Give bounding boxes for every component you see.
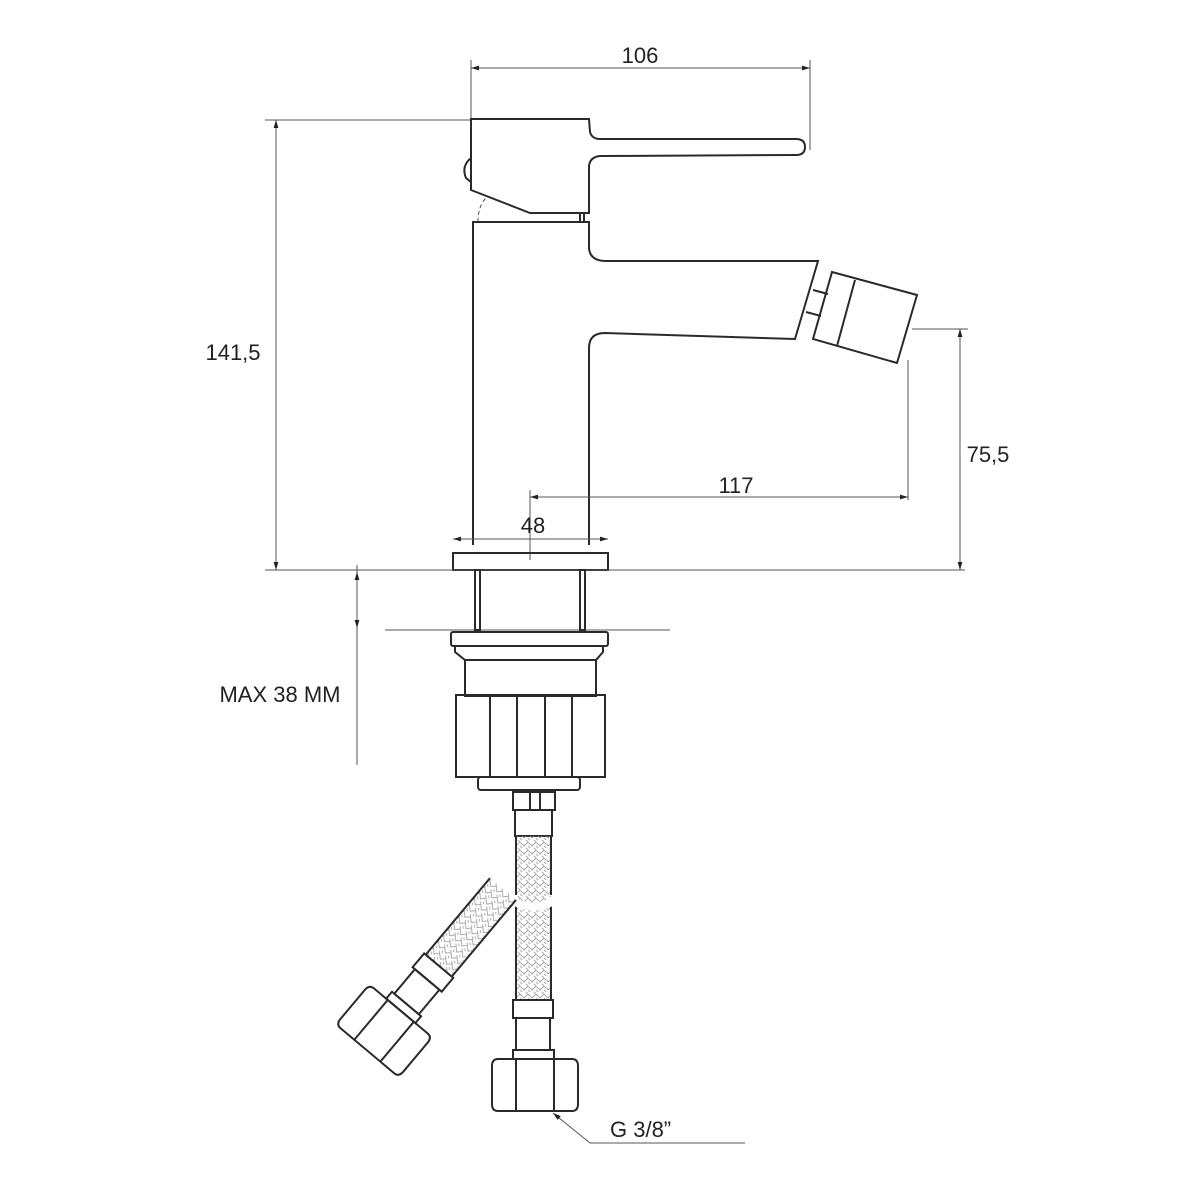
countertop-mounting (385, 552, 670, 631)
bidet-spray-nozzle (805, 270, 919, 365)
dimension-spout-height: 75,5 (907, 328, 1010, 570)
lever-handle (463, 118, 807, 223)
thread-label: G 3/8” (610, 1117, 671, 1142)
supply-hose-straight (491, 791, 579, 1112)
fixing-nut-assembly (450, 631, 609, 791)
dimension-label-height: 141,5 (205, 340, 260, 365)
dimension-label-max-thickness: MAX 38 MM (219, 682, 340, 707)
dimension-height: 141,5 (205, 119, 965, 571)
tap-body (472, 221, 820, 545)
dimension-max-thickness: MAX 38 MM (219, 565, 360, 765)
dimension-label-spout-reach: 117 (718, 473, 753, 498)
dimension-label-body-diameter: 48 (521, 513, 545, 538)
dimension-spout-reach: 117 (529, 473, 908, 560)
dimension-width: 106 (470, 43, 811, 150)
dimension-label-width: 106 (622, 43, 659, 68)
thread-callout: G 3/8” (552, 1112, 745, 1144)
dimension-body-diameter: 48 (453, 513, 608, 542)
dimension-label-spout-height: 75,5 (967, 442, 1010, 467)
supply-hose-angled (337, 877, 517, 1076)
